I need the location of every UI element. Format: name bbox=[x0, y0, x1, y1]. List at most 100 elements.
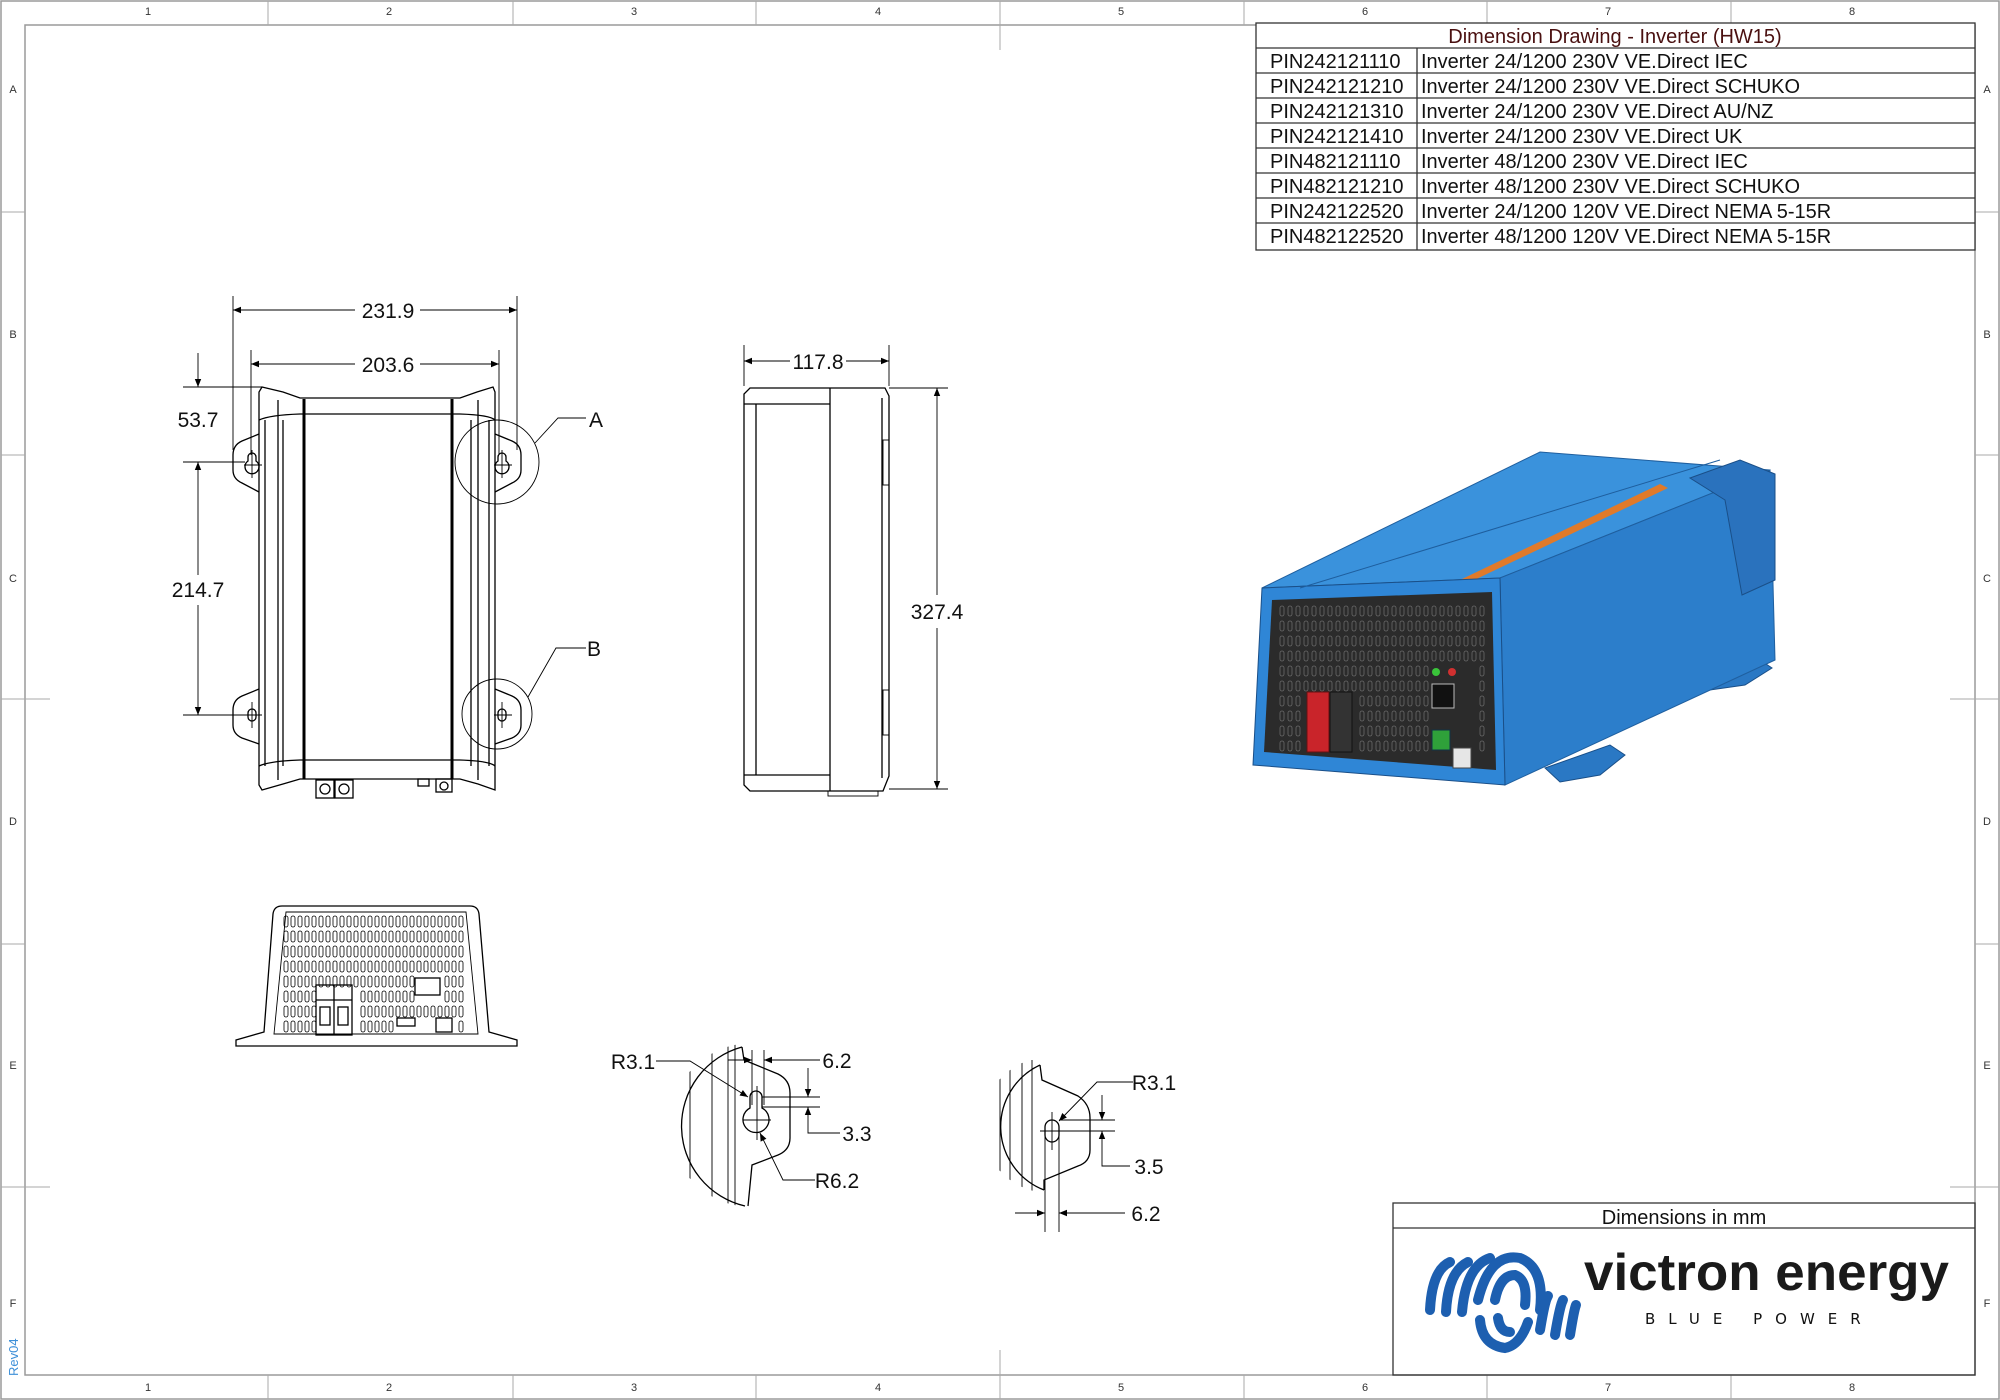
vent-slot bbox=[1319, 650, 1325, 662]
vent-slot bbox=[1407, 650, 1413, 662]
vent-slot bbox=[1279, 650, 1285, 662]
vent-slot bbox=[1471, 620, 1477, 632]
vent-slot bbox=[311, 960, 317, 973]
keyhole-icon bbox=[494, 450, 512, 478]
zone-col-4: 4 bbox=[875, 1382, 881, 1394]
vent-slot bbox=[332, 915, 338, 928]
vent-slot bbox=[451, 945, 457, 958]
vent-slot bbox=[1415, 620, 1421, 632]
description-cell: Inverter 24/1200 230V VE.Direct UK bbox=[1421, 126, 1743, 148]
vent-slot bbox=[374, 990, 380, 1003]
vent-slot bbox=[283, 975, 289, 988]
vent-slot bbox=[1375, 650, 1381, 662]
zone-col-1: 1 bbox=[145, 6, 151, 18]
vent-slot bbox=[402, 990, 408, 1003]
dim-depth: 117.8 bbox=[743, 345, 890, 386]
zone-row-e: E bbox=[1983, 1060, 1990, 1072]
vent-slot bbox=[416, 915, 422, 928]
vent-slot bbox=[1279, 695, 1285, 707]
vent-slot bbox=[381, 1005, 387, 1018]
vent-slot bbox=[388, 1005, 394, 1018]
vent-slot bbox=[402, 1005, 408, 1018]
vent-slot bbox=[1287, 680, 1293, 692]
top-end-cap bbox=[1688, 459, 1776, 596]
description-cell: Inverter 24/1200 120V VE.Direct NEMA 5-1… bbox=[1421, 201, 1831, 223]
vent-slot bbox=[381, 930, 387, 943]
vent-slot bbox=[1407, 635, 1413, 647]
mounting-ear bbox=[232, 433, 260, 493]
vent-slot bbox=[1479, 605, 1485, 617]
slot-hole-icon bbox=[494, 702, 512, 728]
vent-slot bbox=[1295, 665, 1301, 677]
vent-slot bbox=[346, 945, 352, 958]
vent-slot bbox=[1319, 680, 1325, 692]
vent-slot bbox=[1391, 740, 1397, 752]
vent-slot bbox=[1279, 710, 1285, 722]
vent-slot bbox=[1343, 680, 1349, 692]
vent-slot bbox=[1375, 740, 1381, 752]
vent-slot bbox=[318, 945, 324, 958]
vent-slot bbox=[297, 930, 303, 943]
vent-slot bbox=[1311, 665, 1317, 677]
vent-slot bbox=[1479, 710, 1485, 722]
vent-slot bbox=[1367, 635, 1373, 647]
vent-slot bbox=[1375, 725, 1381, 737]
dim-value: 327.4 bbox=[911, 601, 964, 624]
vent-slot bbox=[283, 1005, 289, 1018]
pin-cell: PIN242121310 bbox=[1270, 101, 1403, 123]
vent-slot bbox=[283, 1020, 289, 1033]
display-window bbox=[1431, 683, 1455, 709]
vent-slot bbox=[1327, 665, 1333, 677]
vent-slot bbox=[1375, 710, 1381, 722]
vent-slot bbox=[1383, 665, 1389, 677]
vent-slot bbox=[346, 960, 352, 973]
vent-slot bbox=[1303, 605, 1309, 617]
vent-slot bbox=[1407, 680, 1413, 692]
vent-slot bbox=[1439, 605, 1445, 617]
vent-slot bbox=[444, 975, 450, 988]
vent-slot bbox=[297, 990, 303, 1003]
vent-slot bbox=[1327, 620, 1333, 632]
vent-slot bbox=[283, 915, 289, 928]
vent-slot bbox=[360, 1020, 366, 1033]
vent-slot bbox=[1423, 695, 1429, 707]
battery-negative-terminal bbox=[1329, 691, 1353, 753]
dim-overall-width: 231.9 bbox=[232, 296, 518, 450]
vent-slot bbox=[409, 1005, 415, 1018]
vent-slot bbox=[381, 975, 387, 988]
vent-slot bbox=[1479, 665, 1485, 677]
vent-slot bbox=[402, 930, 408, 943]
dim-detail-a-offset: 3.3 bbox=[762, 1068, 872, 1146]
vent-slot bbox=[1439, 635, 1445, 647]
battery-positive-terminal bbox=[1306, 691, 1330, 753]
ground-terminal bbox=[435, 1017, 453, 1033]
zone-col-5: 5 bbox=[1118, 1382, 1124, 1394]
vent-slot bbox=[1327, 680, 1333, 692]
vent-slot bbox=[458, 915, 464, 928]
vent-slot bbox=[437, 930, 443, 943]
vent-slot bbox=[311, 915, 317, 928]
vent-slot bbox=[1295, 650, 1301, 662]
vent-slot bbox=[1479, 725, 1485, 737]
vent-slot bbox=[1367, 620, 1373, 632]
vent-slot bbox=[360, 975, 366, 988]
vent-slot bbox=[374, 1005, 380, 1018]
vent-slot bbox=[1287, 710, 1293, 722]
vent-slot bbox=[1367, 740, 1373, 752]
victron-logo-rings bbox=[1425, 1252, 1581, 1354]
vent-slot bbox=[1295, 695, 1301, 707]
column-labels-top: 1 2 3 4 5 6 7 8 bbox=[145, 6, 1855, 18]
vent-slot bbox=[1407, 695, 1413, 707]
vent-slot bbox=[325, 930, 331, 943]
vent-slot bbox=[374, 960, 380, 973]
vent-slot bbox=[1295, 620, 1301, 632]
vent-slot bbox=[1287, 620, 1293, 632]
vent-slot bbox=[409, 930, 415, 943]
mounting-flange bbox=[1544, 744, 1626, 783]
vent-slot bbox=[1391, 680, 1397, 692]
vent-slot bbox=[1311, 620, 1317, 632]
vent-slot bbox=[1415, 740, 1421, 752]
vent-slot bbox=[444, 990, 450, 1003]
vent-slot bbox=[374, 1020, 380, 1033]
vent-slot bbox=[1431, 635, 1437, 647]
